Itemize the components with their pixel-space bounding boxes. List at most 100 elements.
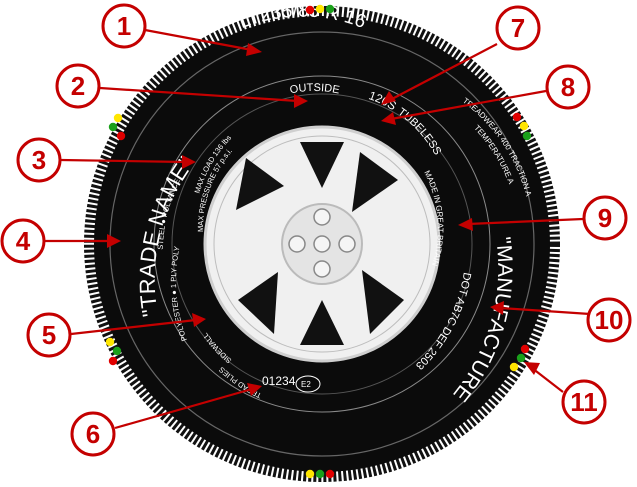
callout-number: 5 <box>42 320 56 350</box>
sidewall-ring-mid <box>153 75 491 413</box>
callout-9: 9 <box>582 195 628 241</box>
indicator-dot-red <box>520 344 530 354</box>
callout-10: 10 <box>586 297 632 343</box>
callout-circle <box>495 5 541 51</box>
indicator-dot-yellow <box>315 4 325 14</box>
indicator-dot-yellow <box>509 362 519 372</box>
callout-3: 3 <box>16 137 62 183</box>
indicator-dot-green <box>516 353 526 363</box>
callout-circle <box>16 137 62 183</box>
rim-spoke-openings <box>236 142 404 345</box>
rim-opening <box>236 158 284 210</box>
leader-7 <box>389 43 498 101</box>
leader-11 <box>531 367 564 393</box>
callout-4: 4 <box>0 218 46 264</box>
indicator-dot-red <box>108 356 118 366</box>
wear-indicator-upper-right <box>512 112 532 141</box>
callout-number: 10 <box>595 305 624 335</box>
sidewall-ring-inner <box>171 93 473 395</box>
leader-9 <box>467 217 584 226</box>
wheel-rim <box>203 125 441 363</box>
rim-opening <box>362 270 404 334</box>
callout-number: 7 <box>511 13 525 43</box>
callout-circle <box>0 218 46 264</box>
arrowhead-5 <box>192 313 206 327</box>
callout-2: 2 <box>55 63 101 109</box>
arrowhead-7 <box>381 91 396 105</box>
indicator-dot-red <box>116 131 126 141</box>
callout-5: 5 <box>26 312 72 358</box>
callout-circle <box>26 312 72 358</box>
callout-leaders <box>45 28 591 430</box>
indicator-dot-red <box>512 112 522 122</box>
arrowhead-9 <box>458 218 473 231</box>
callout-1: 1 <box>101 3 147 49</box>
rim-opening <box>300 142 344 188</box>
callout-circle <box>70 411 116 457</box>
rim-inner-ring <box>213 135 431 353</box>
leader-8 <box>390 89 547 121</box>
callout-arrowheads <box>107 43 540 396</box>
outside-marking: OUTSIDE <box>289 82 341 97</box>
callout-circle <box>55 63 101 109</box>
indicator-dot-yellow <box>305 469 315 479</box>
indicator-dot-green <box>325 4 335 14</box>
wear-indicator-top <box>305 4 335 15</box>
indicator-dot-red <box>325 469 335 479</box>
wear-indicator-lower-left <box>105 337 122 366</box>
arrowhead-6 <box>247 383 262 396</box>
lug-nut <box>338 235 356 253</box>
callout-circle <box>101 3 147 49</box>
callout-8: 8 <box>545 64 591 110</box>
wear-indicators <box>105 4 532 479</box>
approval-number: 01234 <box>262 374 296 388</box>
callout-number: 8 <box>561 72 575 102</box>
callouts: 1 2 3 4 5 6 7 8 <box>0 3 632 457</box>
rim-opening <box>300 300 344 345</box>
arrowhead-3 <box>182 155 196 169</box>
leader-10 <box>499 306 591 316</box>
lug-nut <box>313 260 331 278</box>
callout-circle <box>545 64 591 110</box>
callout-number: 6 <box>86 419 100 449</box>
rim-opening <box>238 272 278 334</box>
wear-indicator-upper-left <box>108 113 126 141</box>
arrowhead-10 <box>490 301 504 315</box>
callout-circle <box>561 379 607 425</box>
lug-nut <box>313 208 331 226</box>
arrowhead-4 <box>107 234 121 248</box>
lug-nut <box>313 235 331 253</box>
callout-circle <box>586 297 632 343</box>
leader-1 <box>144 28 253 52</box>
indicator-dot-yellow <box>113 113 123 123</box>
leader-5 <box>70 318 197 336</box>
callout-number: 1 <box>117 11 131 41</box>
leader-6 <box>114 387 253 430</box>
indicator-dot-green <box>108 122 118 132</box>
leader-2 <box>99 86 299 103</box>
arrowhead-1 <box>246 43 262 56</box>
callout-circle <box>582 195 628 241</box>
callout-6: 6 <box>70 411 116 457</box>
indicator-dot-yellow <box>519 121 529 131</box>
lug-nuts <box>288 208 356 278</box>
e-mark-ellipse <box>295 375 321 393</box>
arrowhead-11 <box>524 362 540 375</box>
wear-indicator-lower-right <box>509 344 530 372</box>
indicator-dot-red <box>305 5 315 15</box>
lug-nut <box>288 235 306 253</box>
callout-11: 11 <box>561 379 607 425</box>
callout-number: 2 <box>71 71 85 101</box>
e-mark: E2 <box>301 380 311 389</box>
arrowhead-8 <box>381 112 396 125</box>
callout-number: 11 <box>570 387 598 417</box>
rim-opening <box>352 152 398 212</box>
callout-number: 9 <box>598 203 612 233</box>
callout-7: 7 <box>495 5 541 51</box>
indicator-dot-green <box>112 346 122 356</box>
callout-number: 3 <box>32 145 46 175</box>
indicator-dot-yellow <box>105 337 115 347</box>
indicator-dot-green <box>315 469 325 479</box>
